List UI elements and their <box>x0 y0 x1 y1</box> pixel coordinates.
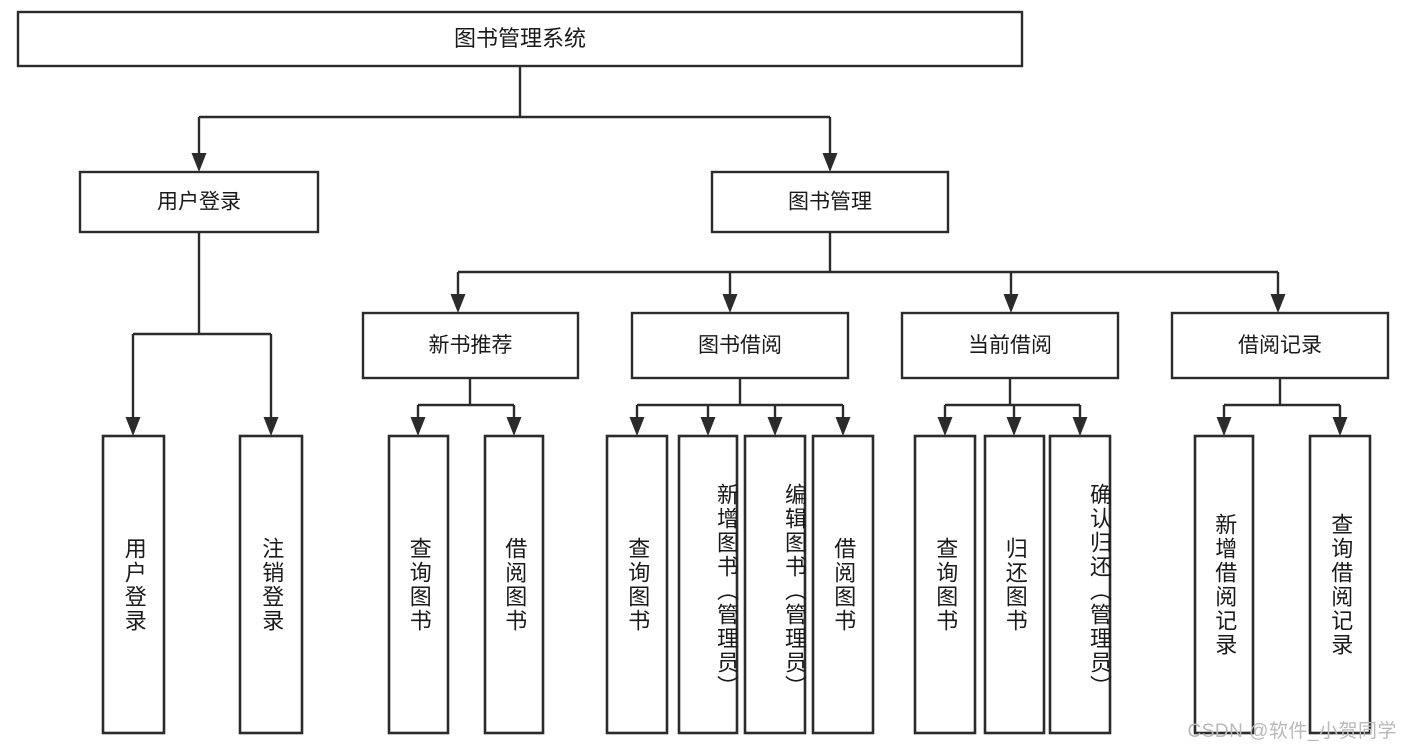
arrowhead-icon <box>722 294 738 313</box>
node-new-book-recommend[interactable] <box>361 311 580 380</box>
leaf-node-leaf-query-book-current[interactable] <box>913 434 977 735</box>
arrowhead-icon <box>1006 417 1022 436</box>
node-label-root: 图书管理系统 <box>454 26 586 51</box>
node-label-book-manage: 图书管理 <box>788 191 872 214</box>
arrowhead-icon <box>263 417 279 436</box>
leaf-node-leaf-borrow-book[interactable] <box>811 434 875 735</box>
connector-root <box>191 66 838 172</box>
arrowhead-icon <box>1216 417 1232 436</box>
arrowhead-icon <box>450 294 466 313</box>
arrowhead-icon <box>767 417 783 436</box>
leaf-node-leaf-confirm-return[interactable] <box>1048 434 1112 735</box>
node-book-manage[interactable] <box>710 170 950 234</box>
connectors-layer <box>125 66 1348 436</box>
arrowhead-icon <box>410 417 426 436</box>
arrowhead-icon <box>835 417 851 436</box>
leaf-node-leaf-query-book-recommend[interactable] <box>387 434 450 735</box>
leaf-node-leaf-return-book[interactable] <box>983 434 1046 735</box>
arrowhead-icon <box>191 153 207 172</box>
node-borrow-record[interactable] <box>1170 311 1390 380</box>
leaf-node-leaf-borrow-book-recommend[interactable] <box>483 434 545 735</box>
connector-borrow-record <box>1216 378 1348 436</box>
leaf-node-leaf-query-book-borrow[interactable] <box>605 434 669 735</box>
arrowhead-icon <box>1003 294 1019 313</box>
leaf-node-leaf-query-borrow-record[interactable] <box>1308 434 1372 735</box>
leaf-node-leaf-add-book[interactable] <box>677 434 739 735</box>
arrowhead-icon <box>125 417 141 436</box>
node-label-book-borrow: 图书借阅 <box>698 334 782 357</box>
arrowhead-icon <box>1270 294 1286 313</box>
leaf-node-leaf-add-borrow-record[interactable] <box>1193 434 1255 735</box>
node-book-borrow[interactable] <box>630 311 850 380</box>
connector-book-borrow <box>629 378 851 436</box>
arrowhead-icon <box>629 417 645 436</box>
arrowhead-icon <box>822 153 838 172</box>
connector-current-borrow <box>937 378 1088 436</box>
arrowhead-icon <box>1072 417 1088 436</box>
node-label-new-book-recommend: 新书推荐 <box>429 334 513 357</box>
node-user-login[interactable] <box>78 170 320 234</box>
leaf-node-leaf-user-logout[interactable] <box>238 434 304 735</box>
connector-book-manage <box>450 232 1286 313</box>
arrowhead-icon <box>506 417 522 436</box>
arrowhead-icon <box>937 417 953 436</box>
node-current-borrow[interactable] <box>900 311 1120 380</box>
node-root[interactable] <box>16 10 1024 68</box>
node-label-current-borrow: 当前借阅 <box>968 334 1052 357</box>
boxes-layer <box>16 10 1390 735</box>
connector-new-book-recommend <box>410 378 522 436</box>
node-label-user-login: 用户登录 <box>157 191 241 214</box>
arrowhead-icon <box>1332 417 1348 436</box>
leaf-node-leaf-user-login[interactable] <box>101 434 166 735</box>
connector-user-login <box>125 232 279 436</box>
arrowhead-icon <box>700 417 716 436</box>
node-label-borrow-record: 借阅记录 <box>1238 334 1322 357</box>
leaf-node-leaf-edit-book[interactable] <box>743 434 807 735</box>
watermark: CSDN @软件_小贺同学 <box>1187 721 1397 742</box>
